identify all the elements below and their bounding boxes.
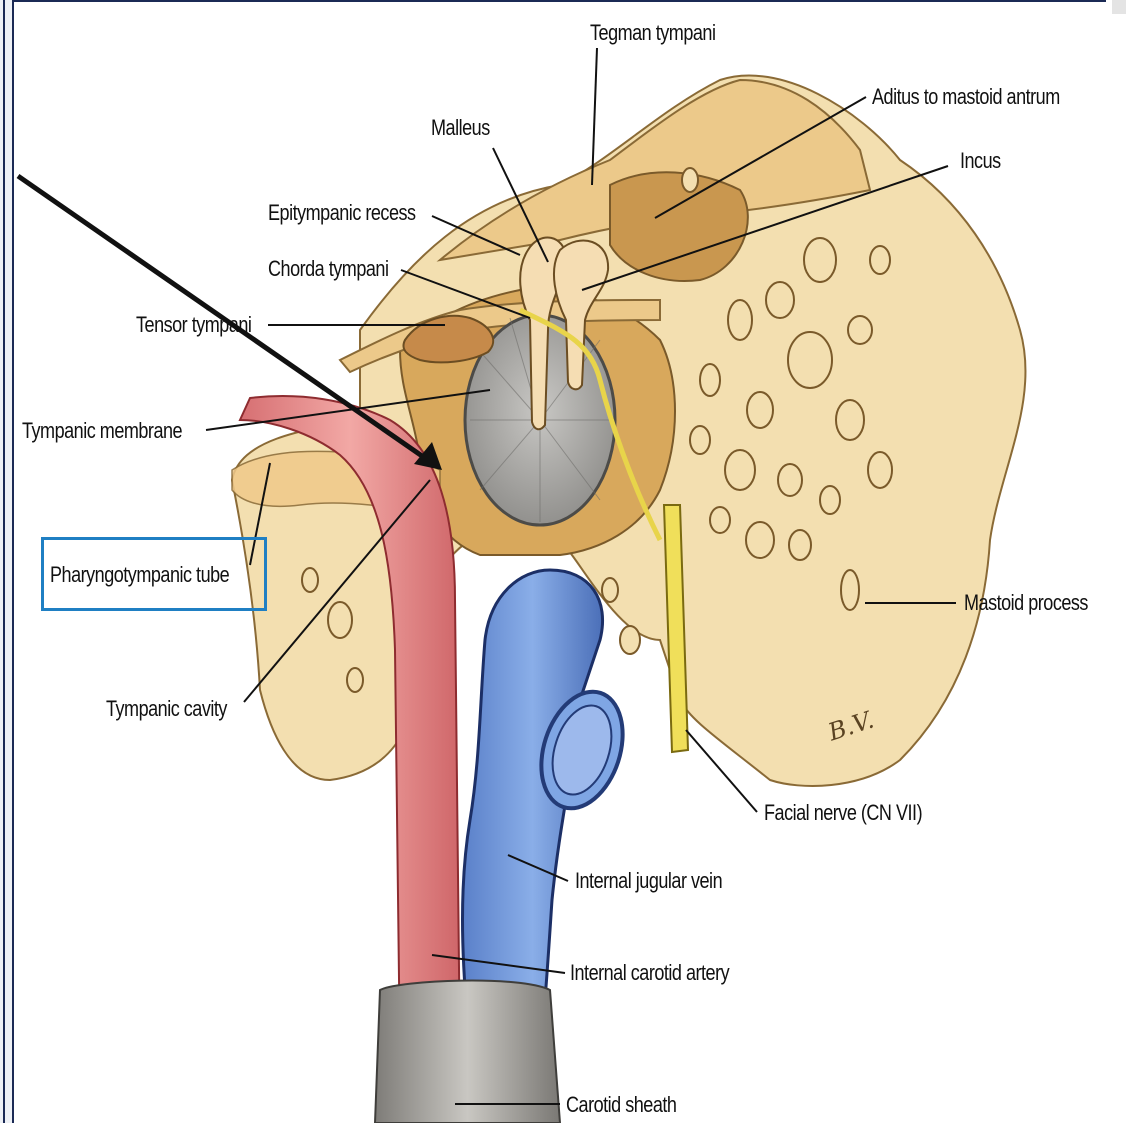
label-tensor-tympani: Tensor tympani	[136, 312, 251, 338]
label-internal-carotid-artery: Internal carotid artery	[570, 960, 729, 986]
slide-frame-right	[1106, 0, 1128, 1123]
label-chorda-tympani: Chorda tympani	[268, 256, 388, 282]
label-carotid-sheath: Carotid sheath	[566, 1092, 676, 1118]
label-epitympanic-recess: Epitympanic recess	[268, 200, 416, 226]
label-facial-nerve: Facial nerve (CN VII)	[764, 800, 922, 826]
carotid-sheath-shape	[375, 981, 560, 1123]
label-mastoid-process: Mastoid process	[964, 590, 1088, 616]
label-tympanic-cavity: Tympanic cavity	[106, 696, 227, 722]
label-incus: Incus	[960, 148, 1001, 174]
label-aditus: Aditus to mastoid antrum	[872, 84, 1060, 110]
slide-frame-left	[0, 0, 14, 1123]
label-tegman-tympani: Tegman tympani	[590, 20, 715, 46]
label-malleus: Malleus	[431, 115, 490, 141]
label-pharyngotympanic-tube: Pharyngotympanic tube	[50, 562, 229, 588]
mastoid-antrum	[610, 172, 748, 281]
slide-frame-top	[12, 0, 1106, 6]
label-tympanic-membrane: Tympanic membrane	[22, 418, 182, 444]
label-internal-jugular-vein: Internal jugular vein	[575, 868, 722, 894]
